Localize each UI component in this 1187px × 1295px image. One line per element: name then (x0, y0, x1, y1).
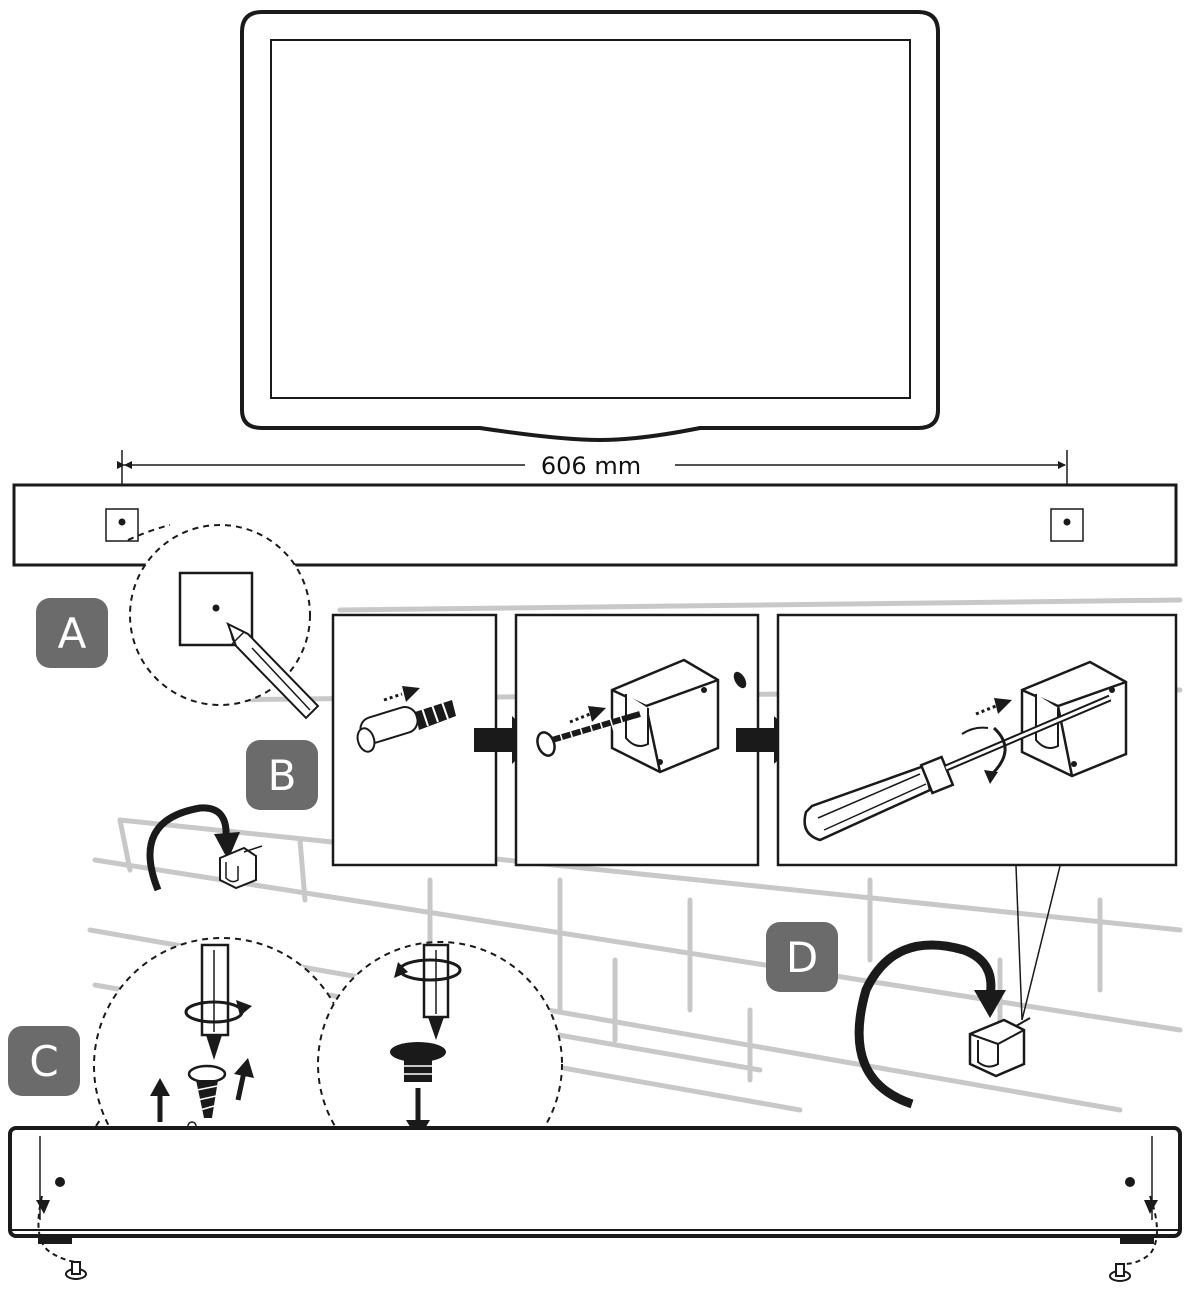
step-badge-b: B (246, 740, 318, 810)
step-badge-d: D (766, 922, 838, 992)
push-arrow-icon (150, 1058, 254, 1122)
step-a-detail (127, 524, 320, 720)
step-badge-c: C (8, 1026, 80, 1096)
step-b-panel-1 (331, 613, 498, 867)
step-label-d: D (786, 933, 818, 982)
push-arrow-icon (975, 698, 1012, 716)
rotate-arrow-icon (961, 726, 1007, 784)
wall-anchor-icon (356, 700, 456, 753)
bracket-icon (219, 845, 263, 890)
rotate-arrow-icon (184, 1000, 252, 1024)
step-label-b: B (268, 751, 297, 800)
step-d-detail (854, 865, 1061, 1109)
screwdriver-icon (803, 694, 1112, 842)
step-c-bracket (146, 804, 263, 892)
step-badge-a: A (36, 598, 108, 668)
rotate-arrow-icon (146, 804, 230, 892)
dimension-indicator: 606 mm (117, 450, 1068, 530)
foot-icon (1109, 1263, 1131, 1282)
foot-icon (65, 1261, 87, 1280)
screw-icon (536, 711, 641, 757)
bracket-icon (610, 658, 747, 774)
step-c-detail-right (317, 941, 563, 1187)
screw-icon (187, 1064, 227, 1131)
pencil-icon (226, 621, 320, 720)
rotate-arrow-icon (854, 940, 996, 1109)
step-label-a: A (58, 609, 87, 658)
tv-screen (270, 39, 911, 399)
bracket-icon (968, 1017, 1031, 1078)
step-b-panel-2 (514, 613, 760, 867)
dimension-label: 606 mm (541, 452, 641, 480)
soundbar-bottom (8, 1126, 1182, 1282)
step-label-c: C (29, 1037, 58, 1086)
push-arrow-icon (383, 686, 420, 702)
tv (240, 10, 940, 443)
push-arrow-icon (569, 706, 606, 724)
step-b-panel-3 (776, 613, 1178, 867)
screw-icon (390, 1042, 446, 1082)
rotate-arrow-icon (394, 958, 462, 982)
